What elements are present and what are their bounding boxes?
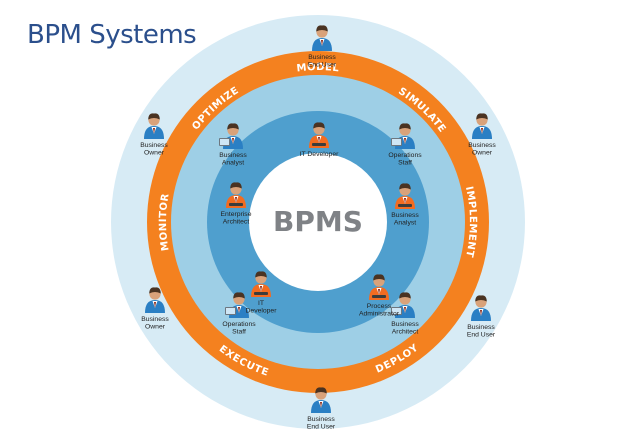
developer-person-icon — [309, 122, 329, 148]
person-label: Developer — [246, 308, 278, 315]
business-person-icon — [312, 25, 332, 51]
developer-person-icon — [226, 182, 246, 208]
page-title: BPM Systems — [27, 20, 197, 50]
person-label: Business — [467, 324, 495, 331]
person-label: End User — [307, 424, 336, 431]
person-label: Staff — [398, 160, 412, 167]
person-label: Business — [141, 316, 169, 323]
developer-person-icon — [369, 274, 389, 300]
laptop-person-icon — [391, 292, 415, 318]
developer-person-icon — [251, 271, 271, 297]
business-person-icon — [311, 387, 331, 413]
stage-label-monitor: MONITOR — [158, 192, 172, 251]
person-label: Owner — [472, 150, 493, 157]
person-label: Operations — [388, 152, 422, 159]
person-label: Business — [140, 142, 168, 149]
person-label: Business — [307, 416, 335, 423]
person-label: Architect — [223, 219, 250, 226]
stage-label-implement: IMPLEMENT — [463, 185, 478, 258]
person-label: Business — [219, 152, 247, 159]
person-label: Business — [391, 212, 419, 219]
person-label: Business — [391, 321, 419, 328]
person-label: Architect — [392, 329, 419, 336]
person-label: Operations — [222, 321, 256, 328]
person-label: Business — [468, 142, 496, 149]
center-circle — [249, 153, 387, 291]
person-label: Owner — [145, 324, 166, 331]
center-label: BPMS — [273, 205, 363, 238]
business-person-icon — [472, 113, 492, 139]
business-person-icon — [145, 287, 165, 313]
person-label: End User — [467, 332, 496, 339]
developer-person-icon — [395, 183, 415, 209]
person-label: IT Developer — [300, 151, 340, 158]
person-label: Enterprise — [221, 211, 252, 218]
person-label: Analyst — [394, 220, 416, 227]
person-label: Staff — [232, 329, 246, 336]
person-label: Owner — [144, 150, 165, 157]
person-label: End User — [308, 62, 337, 69]
person-label: Process — [367, 303, 392, 310]
business-person-icon — [471, 295, 491, 321]
business-person-icon — [144, 113, 164, 139]
person-label: Business — [308, 54, 336, 61]
laptop-person-icon — [219, 123, 243, 149]
laptop-person-icon — [225, 292, 249, 318]
person-label: Administrator — [359, 311, 400, 318]
person-label: IT — [258, 300, 264, 307]
person-label: Analyst — [222, 160, 244, 167]
person-inner-0: IT Developer — [300, 122, 340, 158]
laptop-person-icon — [391, 123, 415, 149]
